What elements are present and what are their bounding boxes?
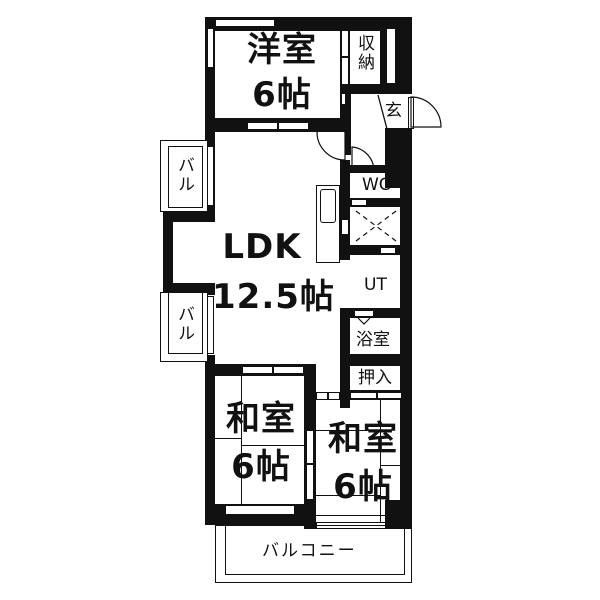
wall-entrance-left: [345, 90, 351, 155]
tatami-line: [380, 400, 382, 525]
bathroom-label: 浴室: [356, 330, 390, 350]
wall-storage-right: [380, 17, 386, 94]
ldk-name: LDK: [222, 227, 302, 267]
wall-wet-left: [340, 160, 350, 260]
closet-label: 押入: [358, 368, 392, 388]
shower-cross-icon: [355, 210, 397, 242]
entrance-label: 玄: [385, 101, 402, 121]
western-room-size: 6帖: [252, 75, 312, 115]
tatami-line: [215, 438, 241, 440]
balcony-bottom-label: バルコニー: [262, 541, 357, 561]
tatami-line: [241, 445, 304, 447]
wall-storage-bottom: [340, 84, 412, 94]
kitchen-window: [341, 219, 349, 235]
ldk-left-window-upper: [207, 146, 214, 206]
wall-ldk-left-vertical: [163, 210, 173, 295]
shower-vent: [380, 247, 396, 254]
balcony-upper-label: バル: [174, 156, 194, 194]
wall-right-upper: [396, 17, 412, 87]
balcony-upper-inner: [168, 146, 203, 208]
balcony-lower-inner: [168, 292, 203, 354]
wall-wc-top: [340, 165, 412, 173]
ldk-size: 12.5帖: [212, 277, 335, 317]
balcony-lower-label: バル: [174, 305, 194, 343]
balcony-bottom-outer: [215, 525, 412, 583]
ldk-left-window-lower: [207, 296, 214, 354]
tatami-line: [215, 504, 304, 506]
japanese-room-right-size: 6帖: [333, 467, 393, 507]
japanese-right-top-door-b: [328, 392, 340, 400]
japanese-room-left-name: 和室: [226, 399, 296, 439]
wall-ldk-left-between: [163, 210, 215, 222]
entrance-door-swing-icon: [410, 96, 442, 128]
window-western-left: [207, 28, 214, 68]
window-western-top: [215, 19, 275, 27]
western-room-name: 洋室: [247, 30, 317, 70]
wall-right-mid: [400, 128, 412, 528]
bath-door-marker-icon: [357, 317, 371, 325]
bath-door: [354, 310, 374, 317]
tatami-line: [316, 495, 380, 497]
wall-left-top: [205, 17, 215, 145]
storage-top-label: 収納: [354, 34, 374, 72]
japanese-left-bottom-window: [225, 505, 295, 515]
japanese-divider-door: [306, 430, 314, 500]
kitchen-sink: [320, 189, 336, 223]
japanese-room-left-size: 6帖: [231, 447, 291, 487]
ut-label: UT: [364, 275, 387, 295]
wall-wc-bottom: [350, 198, 412, 207]
japanese-room-right-name: 和室: [328, 419, 398, 459]
tatami-line: [241, 376, 243, 504]
tatami-line: [380, 465, 400, 467]
tatami-line: [316, 430, 380, 432]
storage-right-slot: [386, 28, 396, 84]
wc-label: WC: [362, 175, 391, 195]
ldk-door-swing-icon: [316, 127, 346, 161]
wall-left-lower: [205, 355, 215, 520]
wall-entrance-bottom: [385, 128, 412, 188]
wc-door: [351, 199, 367, 206]
wall-bath-bottom: [340, 354, 412, 366]
balcony-bottom-inner: [225, 515, 405, 575]
wall-ut-bottom: [340, 308, 412, 318]
entrance-step-line: [377, 94, 388, 130]
japanese-right-top-door-a: [316, 392, 328, 400]
